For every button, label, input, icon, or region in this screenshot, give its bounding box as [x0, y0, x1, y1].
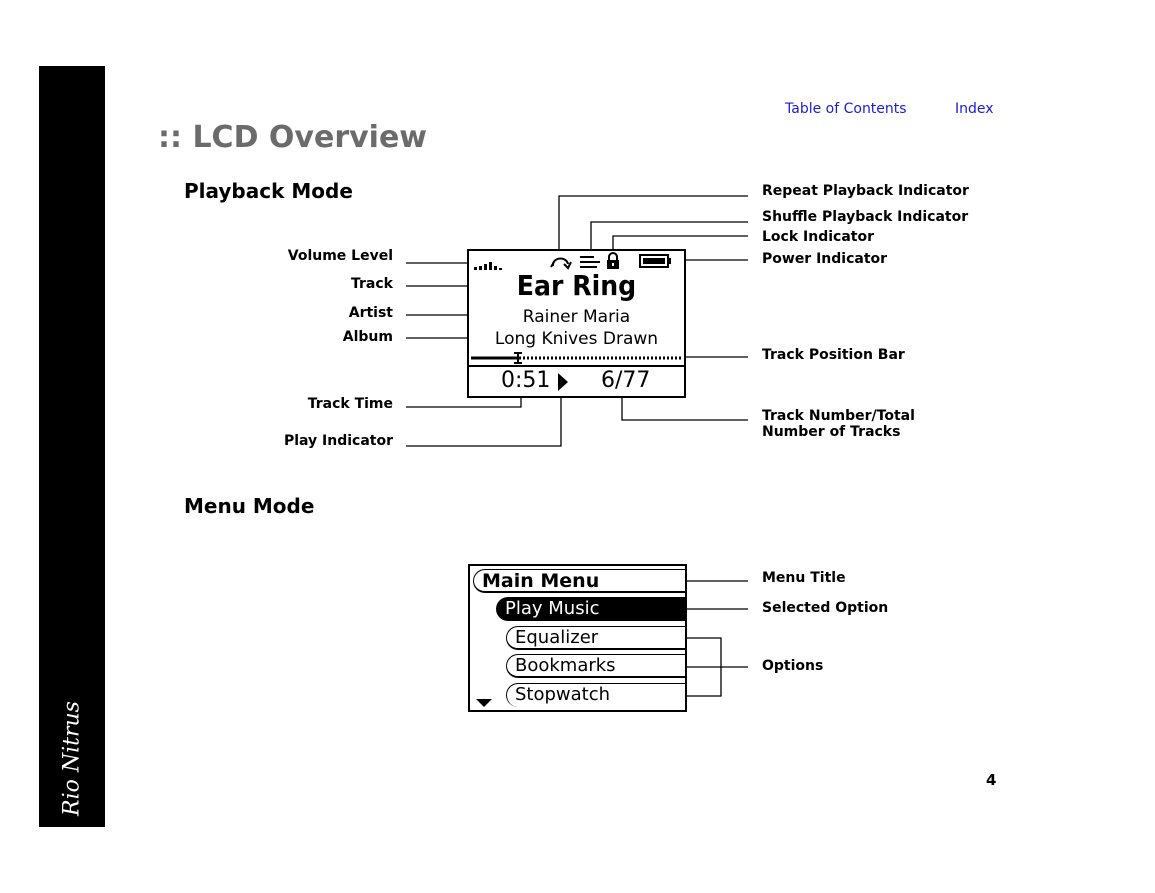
repeat-indicator-label: Repeat Playback Indicator — [762, 183, 969, 199]
lcd-track-time: 0:51 — [501, 368, 551, 393]
play-icon — [558, 373, 568, 391]
track-number-label: Track Number/Total Number of Tracks — [762, 408, 915, 440]
artist-label: Artist — [348, 305, 393, 321]
shuffle-icon — [580, 256, 600, 268]
menu-option-stopwatch[interactable]: Stopwatch — [506, 683, 685, 707]
playback-mode-heading: Playback Mode — [184, 179, 353, 203]
menu-option-equalizer[interactable]: Equalizer — [506, 626, 685, 650]
play-indicator-label: Play Indicator — [283, 433, 393, 449]
lcd-divider — [469, 365, 684, 367]
page-title: :: LCD Overview — [158, 120, 428, 155]
track-label: Track — [351, 276, 393, 292]
track-number-leader-line — [621, 397, 748, 421]
page-number: 4 — [986, 771, 997, 789]
battery-icon — [639, 254, 671, 268]
volume-level-label: Volume Level — [287, 248, 393, 264]
shuffle-indicator-label: Shuffle Playback Indicator — [762, 209, 969, 225]
track-time-leader-line — [406, 396, 522, 408]
track-position-marker — [514, 352, 522, 364]
power-indicator-label: Power Indicator — [762, 251, 888, 267]
lock-indicator-label: Lock Indicator — [762, 229, 874, 245]
index-link[interactable]: Index — [955, 101, 994, 117]
repeat-leader-line — [558, 195, 748, 252]
volume-level-icon — [474, 262, 502, 270]
lcd-track-name: Ear Ring — [516, 269, 637, 302]
track-position-bar-label: Track Position Bar — [762, 347, 905, 363]
album-label: Album — [342, 329, 393, 345]
menu-lcd: Main Menu Play Music Equalizer Bookmarks… — [468, 564, 687, 712]
menu-title: Main Menu — [473, 569, 685, 593]
repeat-icon — [550, 257, 572, 270]
menu-option-selected[interactable]: Play Music — [496, 597, 685, 621]
table-of-contents-link[interactable]: Table of Contents — [785, 101, 907, 117]
menu-title-label: Menu Title — [762, 570, 846, 586]
lock-icon — [607, 252, 619, 269]
track-time-label: Track Time — [307, 396, 393, 412]
sidebar: Rio Nitrus — [39, 66, 105, 827]
play-leader-line — [406, 396, 562, 447]
lcd-artist-name: Rainer Maria — [522, 307, 631, 327]
menu-mode-heading: Menu Mode — [184, 494, 315, 518]
selected-option-label: Selected Option — [762, 600, 889, 616]
playback-lcd: Ear Ring Rainer Maria Long Knives Drawn … — [467, 249, 686, 398]
shuffle-leader-line — [590, 221, 748, 249]
track-position-bar — [471, 352, 683, 364]
lcd-track-count: 6/77 — [601, 368, 651, 393]
menu-option-bookmarks[interactable]: Bookmarks — [506, 654, 685, 678]
scroll-down-arrow-icon — [476, 699, 492, 707]
options-label: Options — [762, 658, 824, 674]
lcd-album-name: Long Knives Drawn — [494, 329, 659, 349]
lock-leader-line — [612, 235, 748, 249]
